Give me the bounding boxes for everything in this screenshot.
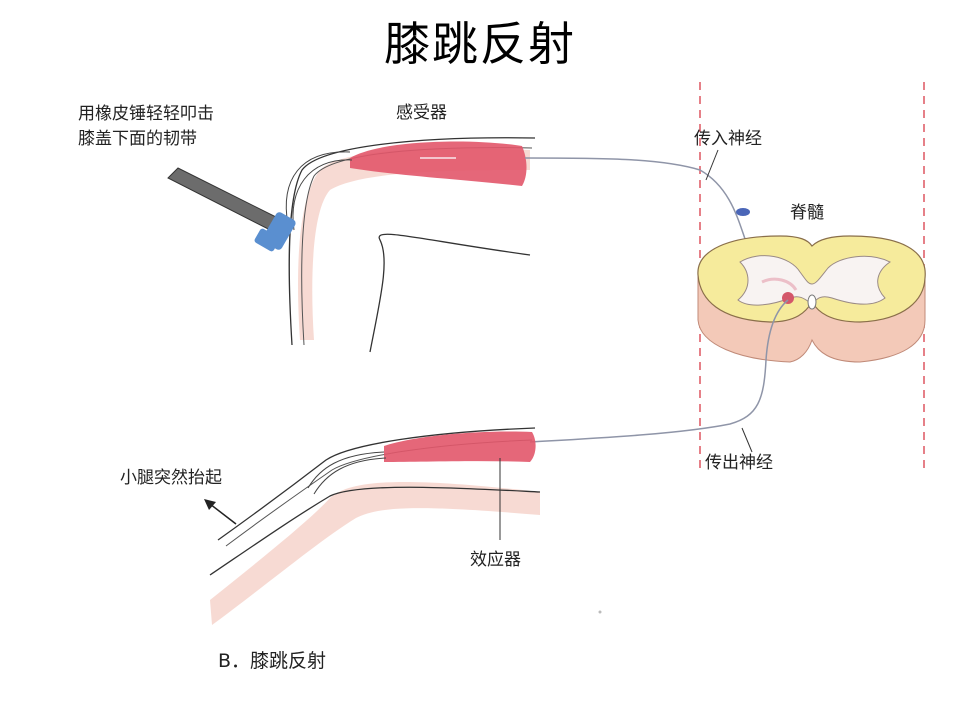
reflex-hammer bbox=[167, 167, 296, 252]
page-title: 膝跳反射 bbox=[384, 17, 576, 71]
hammer-label-line2: 膝盖下面的韧带 bbox=[78, 128, 197, 149]
hammer-label-line1: 用橡皮锤轻轻叩击 bbox=[78, 104, 214, 124]
efferent-nerve bbox=[529, 299, 789, 443]
figure-caption: B．膝跳反射 bbox=[218, 650, 327, 672]
leg-kick-label: 小腿突然抬起 bbox=[120, 468, 222, 488]
interneuron-dot bbox=[782, 292, 794, 304]
efferent-nerve-label: 传出神经 bbox=[705, 453, 773, 473]
receptor-label: 感受器 bbox=[396, 103, 447, 123]
receptor-muscle bbox=[350, 141, 527, 186]
ganglion-dot bbox=[736, 208, 750, 216]
effector-muscle bbox=[384, 431, 536, 462]
effector-label: 效应器 bbox=[470, 550, 521, 570]
spinal-cord-section bbox=[697, 235, 926, 363]
afferent-nerve-label: 传入神经 bbox=[694, 129, 762, 149]
kick-arrow bbox=[209, 503, 237, 525]
hammer-label: 用橡皮锤轻轻叩击 膝盖下面的韧带 bbox=[78, 102, 214, 151]
spinal-cord-label: 脊髓 bbox=[790, 203, 824, 223]
